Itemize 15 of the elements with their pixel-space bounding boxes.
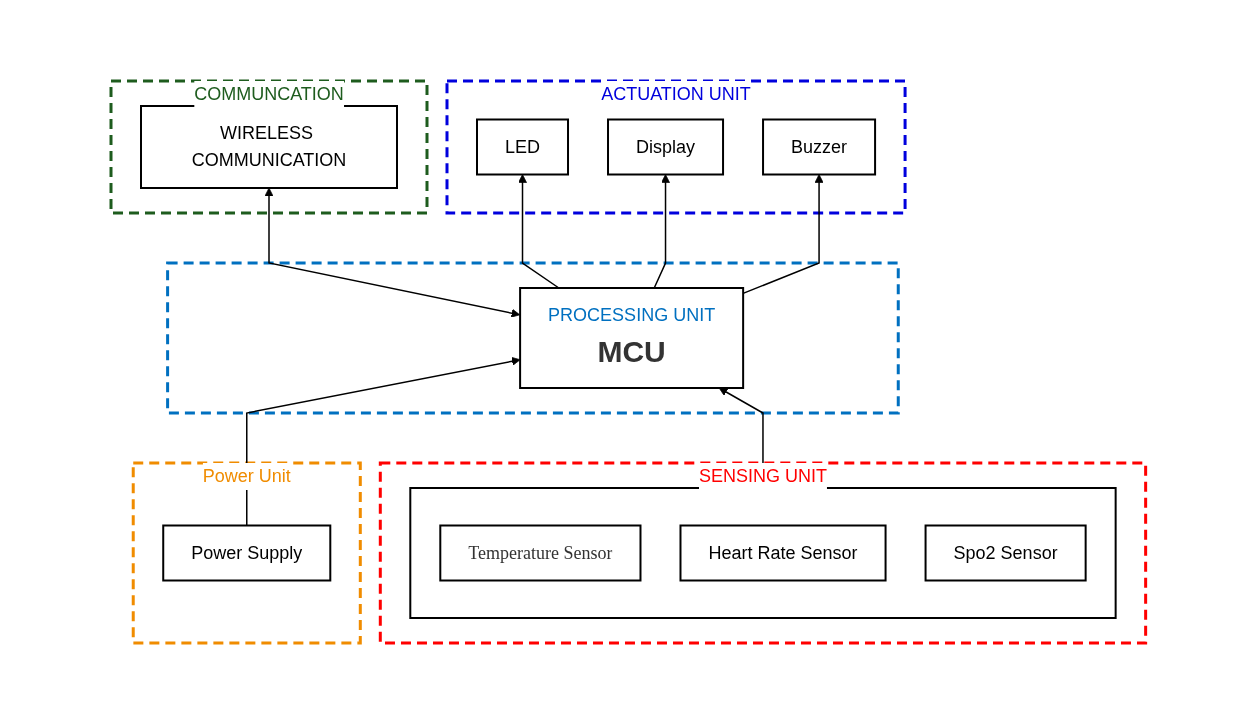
arrow [518,173,560,289]
node-box: Display [607,118,725,175]
cluster [409,486,1117,619]
node-box: WIRELESS COMMUNICATION [140,104,399,189]
node-box: Heart Rate Sensor [679,524,887,581]
arrow [653,173,671,289]
node-box: Spo2 Sensor [924,524,1087,581]
node-box: Temperature Sensor [439,524,642,581]
node-box: Buzzer [762,118,877,175]
node-box: LED [476,118,570,175]
arrow [264,187,521,318]
node-box: PROCESSING UNIT MCU [519,286,745,389]
node-box: Power Supply [162,524,332,581]
cluster [166,261,900,414]
arrow [246,356,521,526]
